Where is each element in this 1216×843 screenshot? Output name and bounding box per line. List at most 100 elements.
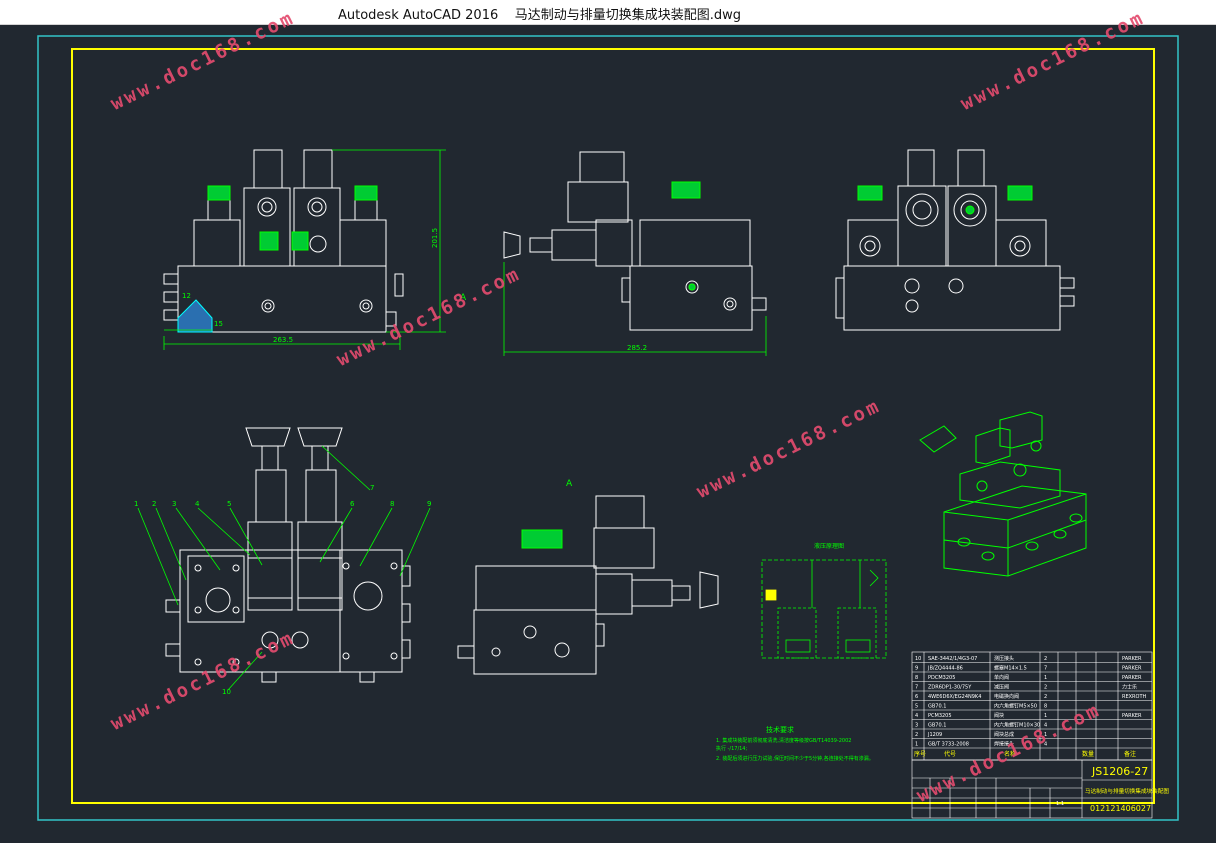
svg-text:螺塞M14×1.5: 螺塞M14×1.5 [994,665,1027,672]
bom-table[interactable] [911,651,1153,761]
svg-text:SAE-3442/1/4G3-07: SAE-3442/1/4G3-07 [928,656,977,662]
svg-text:1: 1 [1044,675,1047,681]
svg-text:4WE6D6X/EG24N9K4: 4WE6D6X/EG24N9K4 [928,694,981,700]
side-view-green-parts [671,181,701,291]
svg-text:名称: 名称 [1004,750,1016,758]
bom-row: 8 [915,675,918,681]
svg-text:8: 8 [1044,704,1047,710]
svg-text:REXROTH: REXROTH [1122,694,1147,700]
notes-line-2: 执行 -/17/14; [716,745,747,752]
notes-title: 技术要求 [766,725,794,734]
svg-text:1: 1 [1044,713,1047,719]
svg-text:单向阀: 单向阀 [994,674,1009,681]
svg-text:GB70.1: GB70.1 [928,704,946,710]
front-view-green-parts [207,185,378,251]
svg-text:阀块: 阀块 [994,712,1004,719]
isometric-view[interactable] [919,411,1087,577]
callout-6: 6 [350,500,355,508]
svg-text:2: 2 [1044,694,1047,700]
sheet-border [37,35,1179,821]
svg-text:2: 2 [1044,656,1047,662]
dim-small-a: 12 [182,292,191,300]
svg-text:J1209: J1209 [927,732,942,738]
window-titlebar: Autodesk AutoCAD 2016 马达制动与排量切换集成块装配图.dw… [0,0,1216,25]
drawing-number: JS1206-27 [1091,765,1148,778]
callout-1: 1 [134,500,138,508]
bom-row: 10 [915,656,921,662]
callout-5: 5 [227,500,231,508]
drawing-code: 012121406027 [1090,804,1151,813]
dim-small-b: 15 [214,320,223,328]
svg-text:GB/T 3733-2008: GB/T 3733-2008 [928,742,969,748]
dim-front-height: 201.5 [431,228,439,248]
title-block[interactable] [911,759,1153,819]
svg-text:备注: 备注 [1124,750,1136,758]
window-title: Autodesk AutoCAD 2016 马达制动与排量切换集成块装配图.dw… [338,4,741,23]
section-mark-a2: A [566,479,573,489]
front-view[interactable] [163,149,404,333]
bom-row: 5 [915,704,918,710]
svg-text:内六角螺钉M10×30: 内六角螺钉M10×30 [994,722,1040,729]
front-view-dimensions [163,149,446,350]
svg-text:2: 2 [1044,685,1047,691]
svg-text:阀块总成: 阀块总成 [994,731,1014,738]
svg-text:GB70.1: GB70.1 [928,723,946,729]
svg-text:力士乐: 力士乐 [1122,684,1137,691]
svg-text:ZDR6DP1-30/75Y: ZDR6DP1-30/75Y [928,685,972,691]
top-view-callout-leaders [137,445,431,691]
svg-text:PARKER: PARKER [1122,666,1142,672]
bom-row: 7 [915,685,918,691]
app-name: Autodesk AutoCAD 2016 [338,8,499,23]
svg-text:JB/ZQ4444-86: JB/ZQ4444-86 [927,666,963,672]
svg-text:4: 4 [1044,742,1047,748]
top-view[interactable] [165,427,411,683]
right-view-green-parts [857,185,1033,215]
callout-4: 4 [195,500,200,508]
callout-7: 7 [370,484,374,492]
bom-row: 9 [915,666,918,672]
file-name: 马达制动与排量切换集成块装配图.dwg [514,8,742,23]
svg-text:PDCM3205: PDCM3205 [928,675,955,681]
bom-row: 4 [915,713,918,719]
bom-row: 6 [915,694,918,700]
svg-text:测压接头: 测压接头 [994,655,1014,662]
bom-header: 序号 代号 名称 数量 备注 [914,750,1136,758]
section-mark-a1: A [460,293,467,303]
notes-line-3: 2. 装配后须进行压力试验,保压时间不少于5分钟,各连接处不得有渗漏。 [716,755,874,762]
drawing-canvas[interactable]: 263.5 201.5 12 15 A 285.2 [0,6,1216,838]
callout-2: 2 [152,500,156,508]
bom-row: 2 [915,732,918,738]
right-view[interactable] [835,149,1075,331]
section-view-a[interactable] [457,495,719,675]
hydraulic-schematic[interactable] [761,559,887,659]
section-hatch [177,299,213,333]
svg-text:电磁换向阀: 电磁换向阀 [994,693,1019,700]
svg-text:PARKER: PARKER [1122,656,1142,662]
bom-row: 3 [915,723,918,729]
svg-text:1: 1 [1044,732,1047,738]
svg-text:焊接接头: 焊接接头 [994,741,1014,748]
schematic-title: 液压原理图 [814,542,844,550]
callout-8: 8 [390,500,394,508]
callout-3: 3 [172,500,176,508]
section-view-green-parts [521,529,563,549]
callout-10: 10 [222,688,231,696]
svg-text:PCM3205: PCM3205 [928,713,952,719]
svg-text:数量: 数量 [1082,750,1094,758]
svg-text:序号: 序号 [914,750,926,758]
side-view[interactable] [503,151,767,331]
drawing-frame [71,48,1155,804]
side-view-dimensions [503,262,767,356]
notes-line-1: 1. 集成块装配前须彻底清洗,清洁度等级按GB/T14039-2002 [716,737,851,744]
svg-text:PARKER: PARKER [1122,713,1142,719]
svg-text:7: 7 [1044,666,1047,672]
svg-text:4: 4 [1044,723,1047,729]
callout-9: 9 [427,500,431,508]
svg-text:代号: 代号 [944,750,956,758]
drawing-scale: 1:1 [1056,801,1064,807]
dim-side-width: 285.2 [627,344,647,352]
dim-front-width: 263.5 [273,336,293,344]
svg-text:PARKER: PARKER [1122,675,1142,681]
drawing-name: 马达制动与排量切换集成块装配图 [1085,787,1169,795]
